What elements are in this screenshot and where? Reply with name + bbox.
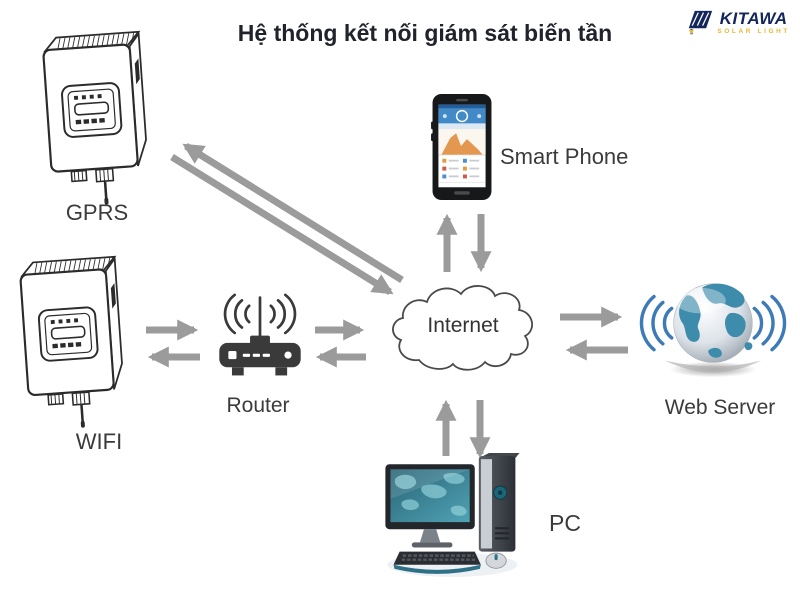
- wifi-inverter-icon: [18, 255, 128, 433]
- gprs-inverter-icon: [41, 30, 152, 210]
- node-smartphone: [430, 92, 494, 207]
- smartphone-icon: [431, 93, 492, 201]
- node-wifi: [8, 250, 140, 435]
- webserver-label: Web Server: [664, 396, 776, 419]
- kitawa-logo: KITAWA SOLAR LIGHT: [687, 8, 790, 38]
- node-pc: [380, 450, 535, 585]
- page-title: Hệ thống kết nối giám sát biến tần: [237, 20, 613, 46]
- pc-icon: [385, 453, 520, 577]
- node-internet: Internet: [383, 278, 543, 383]
- node-router: [210, 285, 310, 394]
- pc-label: PC: [549, 510, 581, 536]
- node-gprs: [30, 25, 165, 212]
- solar-panel-logo-icon: [689, 10, 713, 35]
- internet-label: Internet: [427, 314, 499, 337]
- internet-cloud-icon: [392, 285, 533, 371]
- logo-tagline: SOLAR LIGHT: [717, 28, 790, 36]
- logo-name: KITAWA: [719, 9, 788, 29]
- smartphone-label: Smart Phone: [500, 144, 629, 169]
- wifi-label: WIFI: [75, 429, 123, 454]
- node-webserver: [638, 272, 788, 397]
- router-icon: [219, 293, 301, 376]
- gprs-label: GPRS: [65, 200, 129, 225]
- web-server-globe-icon: [639, 283, 787, 378]
- router-label: Router: [226, 394, 290, 417]
